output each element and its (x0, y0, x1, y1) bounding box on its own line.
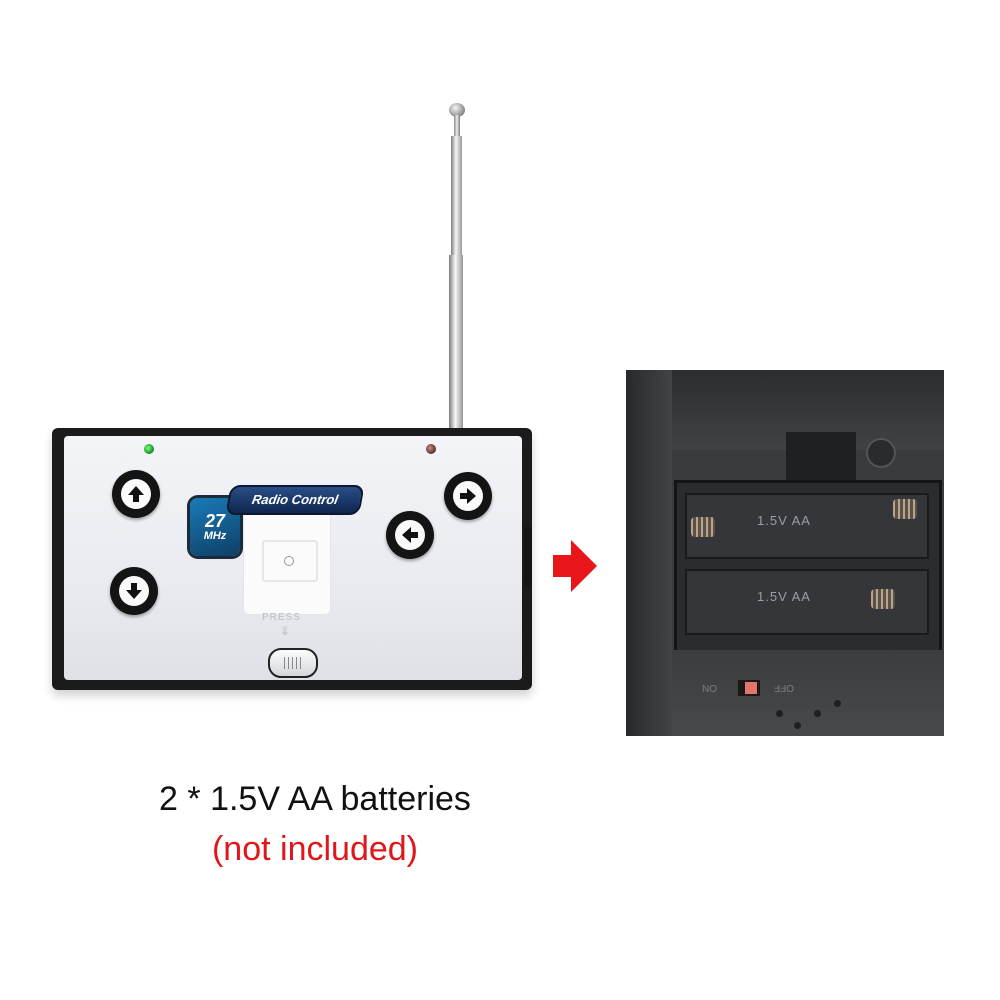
power-slide-switch[interactable] (268, 648, 318, 678)
arrow-down-icon (126, 583, 142, 599)
radio-control-label: Radio Control (225, 485, 365, 515)
battery-holder: 1.5V AA 1.5V AA (674, 480, 942, 656)
antenna-rod-upper (451, 136, 462, 256)
caption-main: 2 * 1.5V AA batteries (159, 780, 471, 818)
arrow-right-icon (460, 488, 476, 504)
battery-slot-label: 1.5V AA (757, 589, 811, 604)
speaker-vent (814, 710, 821, 717)
battery-compartment-photo: 1.5V AA 1.5V AA ON OFF (626, 370, 944, 736)
green-led-indicator (144, 444, 154, 454)
frequency-unit: MHz (203, 530, 227, 542)
screw-hole (866, 438, 896, 468)
press-arrow-icon: ⇓ (280, 624, 291, 638)
battery-slot: 1.5V AA (685, 493, 929, 559)
press-label: PRESS (262, 612, 301, 623)
speaker-vent (794, 722, 801, 729)
case-square-cutout (786, 432, 856, 484)
case-edge (626, 370, 672, 736)
frequency-number: 27 (204, 511, 226, 531)
spring-icon (871, 589, 895, 609)
case-bottom (672, 650, 944, 736)
center-dot (284, 556, 294, 566)
center-slot (262, 540, 318, 582)
antenna-neck (454, 115, 460, 137)
on-label: ON (702, 682, 717, 693)
arrow-left-icon (402, 527, 418, 543)
spring-icon (691, 517, 715, 537)
forward-button[interactable] (112, 470, 160, 518)
on-off-switch[interactable] (738, 680, 760, 696)
speaker-vent (776, 710, 783, 717)
antenna-tip (449, 103, 465, 117)
remote-side-tab (524, 527, 532, 587)
red-led-indicator (426, 444, 436, 454)
antenna-rod-lower (449, 255, 463, 430)
battery-slot: 1.5V AA (685, 569, 929, 635)
battery-slot-label: 1.5V AA (757, 513, 811, 528)
arrow-up-icon (128, 486, 144, 502)
off-label: OFF (774, 682, 794, 693)
caption-note: (not included) (211, 830, 418, 868)
speaker-vent (834, 700, 841, 707)
backward-button[interactable] (110, 567, 158, 615)
case-top (626, 370, 944, 450)
turn-right-button[interactable] (444, 472, 492, 520)
spring-icon (893, 499, 917, 519)
red-arrow-icon (553, 540, 597, 592)
turn-left-button[interactable] (386, 511, 434, 559)
